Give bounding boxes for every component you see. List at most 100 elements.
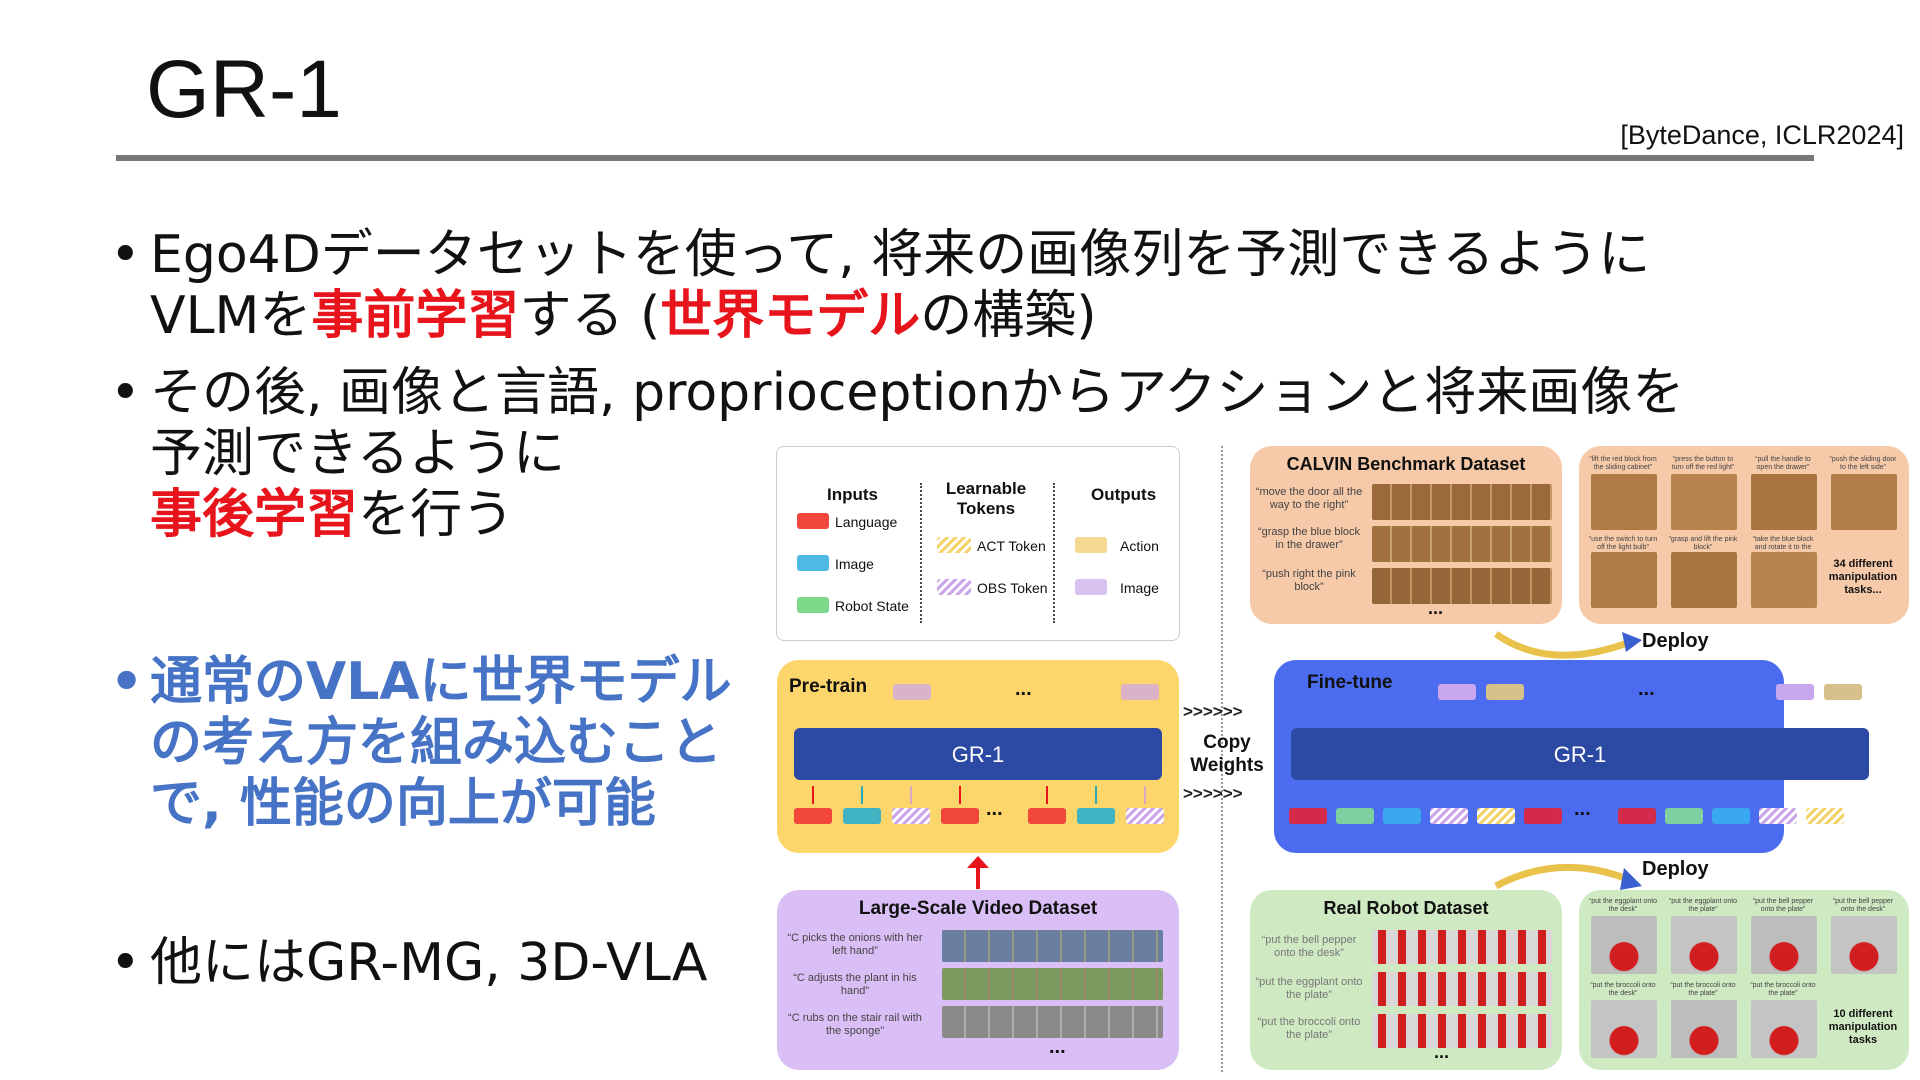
real-tasks-panel: “put the eggplant onto the desk” “put th… — [1579, 890, 1909, 1070]
bullet-3-line-1: 通常のVLAに世界モデル — [150, 652, 732, 712]
legend-action-swatch — [1075, 537, 1107, 553]
legend-box: Inputs Language Image Robot State Learna… — [776, 446, 1180, 641]
finetune-output-image-token — [1438, 684, 1476, 700]
pretrain-output-dots: ... — [1015, 678, 1032, 700]
bullet-3-line-3: で, 性能の向上が可能 — [150, 774, 656, 834]
legend-obs-token-swatch — [937, 579, 971, 595]
legend-obs-token-label: OBS Token — [977, 580, 1048, 596]
title-divider — [116, 155, 1814, 161]
bullet-dot: • — [110, 933, 141, 993]
video-quote-3: “C rubs on the stair rail with the spong… — [788, 1012, 922, 1037]
video-frames-3 — [942, 1006, 1163, 1038]
finetune-output-action-token — [1824, 684, 1862, 700]
finetune-state-token — [1336, 808, 1374, 824]
calvin-task-image — [1831, 474, 1897, 530]
real-task-caption: “put the eggplant onto the desk” — [1588, 898, 1658, 913]
pretrain-obs-token — [892, 808, 930, 824]
finetune-image-token — [1383, 808, 1421, 824]
pretrain-obs-token — [1126, 808, 1164, 824]
real-task-image — [1591, 1000, 1657, 1058]
deploy-label-bottom: Deploy — [1642, 858, 1709, 880]
bullet-1-line-1: Ego4Dデータセットを使って, 将来の画像列を予測できるように — [150, 225, 1651, 285]
bullet-posttrain: • その後, 画像と言語, proprioceptionからアクションと将来画像… — [110, 363, 1750, 546]
finetune-language-token — [1289, 808, 1327, 824]
calvin-task-caption: “push the sliding door to the left side” — [1829, 456, 1897, 471]
real-task-caption: “put the bell pepper onto the plate” — [1752, 898, 1814, 913]
finetune-output-image-token — [1776, 684, 1814, 700]
real-quote-1: “put the bell pepper onto the desk” — [1261, 934, 1357, 959]
finetune-act-token — [1806, 808, 1844, 824]
calvin-task-image — [1751, 552, 1817, 608]
pretrain-language-token — [1028, 808, 1066, 824]
calvin-task-caption: “press the button to turn off the red li… — [1671, 456, 1735, 471]
real-task-caption: “put the broccoli onto the plate” — [1670, 982, 1736, 997]
real-more-dots: ... — [1434, 1042, 1450, 1062]
legend-act-token-label: ACT Token — [977, 538, 1046, 554]
finetune-output-action-token — [1486, 684, 1524, 700]
legend-robot-state-swatch — [797, 597, 829, 613]
legend-image-swatch — [797, 555, 829, 571]
calvin-task-image — [1751, 474, 1817, 530]
real-task-caption: “put the eggplant onto the plate” — [1668, 898, 1738, 913]
calvin-dataset-title: CALVIN Benchmark Dataset — [1286, 454, 1526, 474]
legend-language-label: Language — [835, 514, 898, 530]
legend-robot-state-label: Robot State — [835, 598, 909, 614]
bullet-others: • 他にはGR-MG, 3D-VLA — [110, 933, 790, 994]
bullet-text: する ( — [519, 286, 661, 346]
deploy-arrow-bottom — [1494, 863, 1642, 890]
calvin-task-image — [1671, 474, 1737, 530]
legend-out-image-label: Image — [1120, 580, 1159, 596]
video-dataset-panel: Large-Scale Video Dataset “C picks the o… — [777, 890, 1179, 1070]
calvin-task-caption: “lift the red block from the sliding cab… — [1589, 456, 1657, 471]
pretrain-token-arrows — [794, 782, 1162, 806]
legend-learnable-title: Learnable Tokens — [945, 479, 1027, 518]
real-frames-2 — [1372, 972, 1552, 1006]
real-dataset-panel: Real Robot Dataset “put the bell pepper … — [1250, 890, 1562, 1070]
calvin-dataset-panel: CALVIN Benchmark Dataset “move the door … — [1250, 446, 1562, 624]
video-frames-2 — [942, 968, 1163, 1000]
calvin-frames-3 — [1372, 568, 1552, 604]
finetune-token-ellipsis: ... — [1574, 798, 1591, 820]
legend-outputs-title: Outputs — [1091, 485, 1157, 504]
bullet-text: の構築) — [920, 286, 1097, 346]
real-frames-1 — [1372, 930, 1552, 964]
highlight-posttrain: 事後学習 — [150, 485, 359, 545]
finetune-obs-token — [1430, 808, 1468, 824]
bullet-dot: • — [110, 225, 141, 285]
copy-arrows-bottom: >>>>>> — [1183, 784, 1243, 803]
real-quote-3: “put the broccoli onto the plate” — [1257, 1016, 1361, 1041]
legend-inputs-title: Inputs — [827, 485, 878, 504]
finetune-gr1-block: GR-1 — [1291, 728, 1869, 780]
real-tasks-label: 10 different manipulation tasks — [1828, 1008, 1898, 1046]
pretrain-token-ellipsis: ... — [986, 798, 1003, 820]
video-quote-2: “C adjusts the plant in his hand” — [793, 972, 917, 997]
bullet-1-line-2: VLMを事前学習する (世界モデルの構築) — [150, 286, 1730, 347]
bullet-dot: • — [110, 652, 144, 712]
pretrain-output-token — [893, 684, 931, 700]
highlight-pretrain: 事前学習 — [311, 286, 520, 346]
real-dataset-title: Real Robot Dataset — [1323, 898, 1489, 918]
real-task-image — [1831, 916, 1897, 974]
legend-action-label: Action — [1120, 538, 1159, 554]
pretrain-output-token — [1121, 684, 1159, 700]
bullet-world-model-vla: • 通常のVLAに世界モデル の考え方を組み込むこと で, 性能の向上が可能 — [110, 652, 790, 835]
calvin-task-image — [1671, 552, 1737, 608]
bullet-2-line-1: その後, 画像と言語, proprioceptionからアクションと将来画像を — [150, 363, 1685, 423]
real-task-caption: “put the bell pepper onto the desk” — [1832, 898, 1894, 913]
bullet-dot: • — [110, 363, 141, 423]
legend-image-label: Image — [835, 556, 874, 572]
legend-language-swatch — [797, 513, 829, 529]
video-quote-1: “C picks the onions with her left hand” — [787, 932, 923, 957]
pretrain-language-token — [941, 808, 979, 824]
deploy-label-top: Deploy — [1642, 630, 1709, 652]
real-task-image — [1591, 916, 1657, 974]
real-task-image — [1671, 1000, 1737, 1058]
real-task-image — [1751, 916, 1817, 974]
calvin-quote-3: “push right the pink block” — [1262, 568, 1356, 593]
finetune-title: Fine-tune — [1307, 672, 1393, 693]
finetune-language-token — [1524, 808, 1562, 824]
legend-out-image-swatch — [1075, 579, 1107, 595]
diagram-center-divider — [1221, 446, 1223, 1072]
copy-weights-label: Copy Weights — [1190, 732, 1264, 776]
pretrain-panel: Pre-train ... GR-1 ... — [777, 660, 1179, 853]
